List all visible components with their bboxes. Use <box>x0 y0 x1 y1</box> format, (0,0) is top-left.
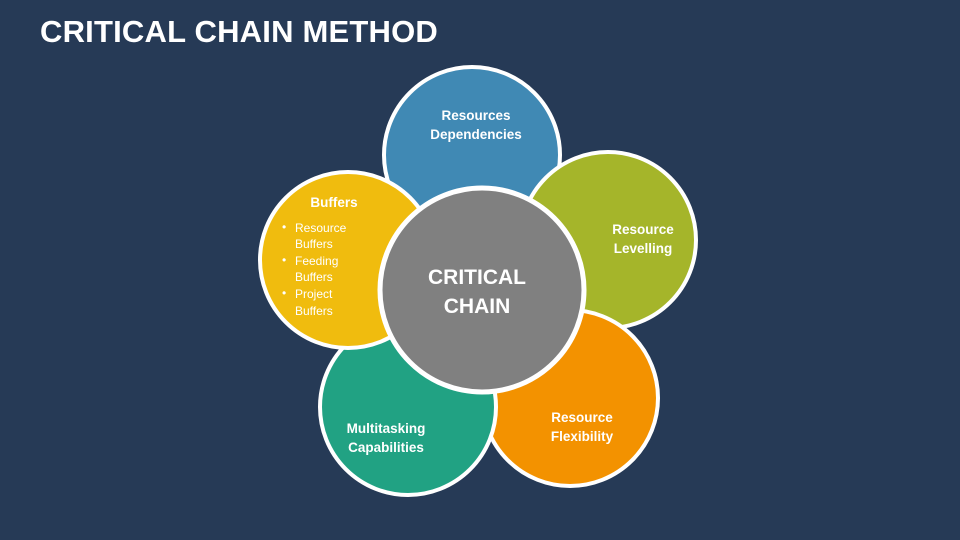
center-label-line2: CHAIN <box>444 295 511 318</box>
label-bottom-right-line1: Resource <box>551 410 613 425</box>
bullet-marker: • <box>282 220 286 234</box>
label-right-line1: Resource <box>612 222 674 237</box>
bullet-project-buffers-line2: Buffers <box>295 304 333 318</box>
bullet-resource-buffers-line1: Resource <box>295 221 347 235</box>
bullet-marker: • <box>282 286 286 300</box>
center-label-line1: CRITICAL <box>428 266 526 289</box>
label-top-line1: Resources <box>441 108 510 123</box>
bullet-feeding-buffers-line2: Buffers <box>295 270 333 284</box>
label-bottom-right-line2: Flexibility <box>551 429 614 444</box>
label-top-line2: Dependencies <box>430 127 522 142</box>
bullet-marker: • <box>282 253 286 267</box>
label-right-line2: Levelling <box>614 241 673 256</box>
label-bottom-left-line1: Multitasking <box>347 421 426 436</box>
label-buffers-heading: Buffers <box>310 195 357 210</box>
page-title: CRITICAL CHAIN METHOD <box>40 14 438 49</box>
bullet-feeding-buffers-line1: Feeding <box>295 254 338 268</box>
center-critical-chain <box>377 185 587 395</box>
bullet-resource-buffers-line2: Buffers <box>295 237 333 251</box>
label-bottom-left-line2: Capabilities <box>348 440 424 455</box>
bullet-project-buffers-line1: Project <box>295 287 333 301</box>
